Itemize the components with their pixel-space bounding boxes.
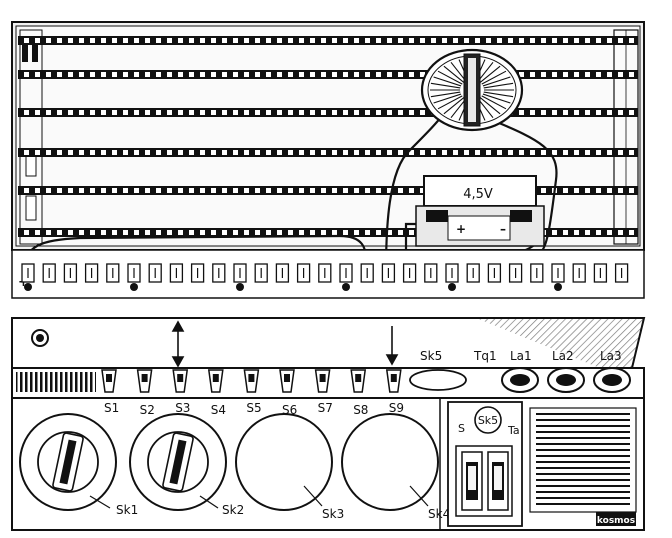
switch-s	[461, 451, 483, 511]
label-la2: La2	[552, 349, 574, 363]
indicator-mark	[32, 44, 38, 62]
contact-rail	[18, 148, 638, 157]
battery: 4,5V + –	[415, 175, 545, 247]
contact-rail	[18, 36, 638, 45]
label-sk3: Sk3	[322, 507, 344, 521]
bottom-labels: Sk1 Sk2 Sk3 Sk4	[116, 503, 450, 521]
contact-rail	[18, 186, 638, 195]
contact-rail	[18, 228, 638, 237]
label-tq1: Tq1	[473, 349, 497, 363]
battery-minus-label: –	[500, 222, 506, 236]
dial-sk3	[235, 413, 333, 511]
top-labels: Sk5 Tq1 La1 La2 La3	[420, 349, 622, 363]
button-ta	[487, 451, 509, 511]
speaker-grille	[529, 407, 637, 513]
label-la3: La3	[600, 349, 622, 363]
slide-switches	[101, 369, 402, 393]
indicator-mark	[22, 44, 28, 62]
breadboard	[11, 21, 645, 251]
sk5-opening	[409, 369, 467, 391]
switch-label: S3	[175, 401, 190, 415]
panel-label-s: S	[458, 422, 465, 435]
switch-label: S9	[389, 401, 404, 415]
label-sk5-top: Sk5	[420, 349, 442, 363]
brand-plate: kosmos	[596, 512, 636, 526]
switch-label: S2	[140, 403, 155, 417]
front-ledge	[11, 317, 646, 369]
label-sk2: Sk2	[222, 503, 244, 517]
switch-label: S1	[104, 401, 119, 415]
battery-plus-label: +	[456, 222, 466, 236]
lamp-la2	[547, 367, 585, 393]
label-la1: La1	[510, 349, 532, 363]
switch-label: S4	[211, 403, 226, 417]
knob-sk1	[19, 413, 117, 511]
battery-voltage-label: 4,5V	[463, 187, 493, 202]
contact-rail	[18, 108, 638, 117]
speaker-capsule	[420, 48, 524, 132]
label-sk1: Sk1	[116, 503, 138, 517]
lamp-la1	[501, 367, 539, 393]
lamp-sockets	[501, 367, 631, 393]
dial-sk4	[341, 413, 439, 511]
switch-label: S5	[246, 401, 261, 415]
switch-label: S7	[318, 401, 333, 415]
terminal-clips	[21, 263, 629, 291]
switch-label: S8	[353, 403, 368, 417]
brand-name: kosmos	[597, 516, 635, 526]
sk5-jack	[474, 406, 502, 434]
control-panel: Sk5 S Ta	[447, 401, 523, 527]
contact-rail	[18, 70, 638, 79]
label-sk4: Sk4	[428, 507, 450, 521]
panel-label-ta: Ta	[507, 424, 520, 437]
lamp-la3	[593, 367, 631, 393]
panel-label-sk5: Sk5	[478, 414, 498, 427]
knob-sk2	[129, 413, 227, 511]
